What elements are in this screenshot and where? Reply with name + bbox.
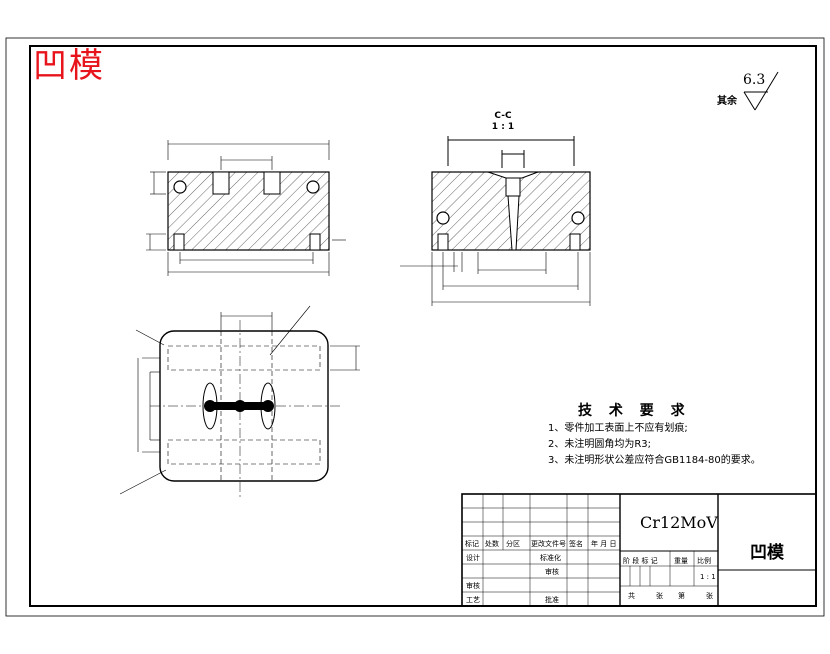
section-view: [400, 136, 591, 306]
tech-requirement-item: 3、未注明形状公差应符合GB1184-80的要求。: [548, 455, 761, 466]
tb-header-sign: 签名: [569, 540, 583, 548]
part-title: 凹模: [33, 46, 105, 86]
outer-frame: [5, 37, 825, 617]
tech-requirement-item: 1、零件加工表面上不应有划痕;: [548, 423, 688, 434]
tb-approve: 批准: [545, 596, 559, 604]
tb-header-doc: 更改文件号: [531, 540, 566, 548]
section-name: C-C: [494, 111, 512, 121]
inner-frame: [29, 45, 817, 607]
front-view: [146, 140, 346, 276]
tb-process: 工艺: [466, 596, 480, 604]
tb-scale-value: 1 : 1: [700, 573, 716, 581]
tb-sheet-unit: 张: [706, 592, 713, 600]
section-label: C-C 1 : 1: [485, 111, 521, 133]
tb-header-date: 年 月 日: [591, 540, 617, 548]
title-block: [461, 493, 817, 607]
tb-review: 审核: [466, 582, 480, 590]
tech-requirements-heading: 技 术 要 求: [578, 403, 691, 419]
tb-scale: 比例: [697, 557, 711, 565]
tb-header-zone: 分区: [506, 540, 520, 548]
tech-requirement-item: 2、未注明圆角均为R3;: [548, 439, 652, 450]
roughness-value: 6.3: [743, 72, 766, 88]
tb-weight: 重量: [674, 557, 688, 565]
tb-check: 审核: [545, 568, 559, 576]
top-view: [119, 305, 360, 500]
roughness-symbol: [743, 71, 779, 111]
tb-header-count: 处数: [485, 540, 499, 548]
roughness-rest-label: 其余: [717, 96, 737, 107]
tb-header-mark: 标记: [465, 540, 479, 548]
title-block-part-name: 凹模: [750, 543, 784, 563]
tb-sheet-num: 第: [678, 592, 685, 600]
tb-sheets-unit: 张: [656, 592, 663, 600]
tb-standardize: 标准化: [540, 554, 561, 562]
tb-stage-mark: 阶 段 标 记: [623, 557, 658, 565]
section-scale: 1 : 1: [491, 122, 515, 132]
material-label: Cr12MoV: [640, 513, 718, 532]
tb-sheets-total: 共: [628, 592, 635, 600]
tb-design: 设计: [466, 554, 480, 562]
tech-requirements: 技 术 要 求 1、零件加工表面上不应有划痕; 2、未注明圆角均为R3; 3、未…: [548, 403, 761, 469]
